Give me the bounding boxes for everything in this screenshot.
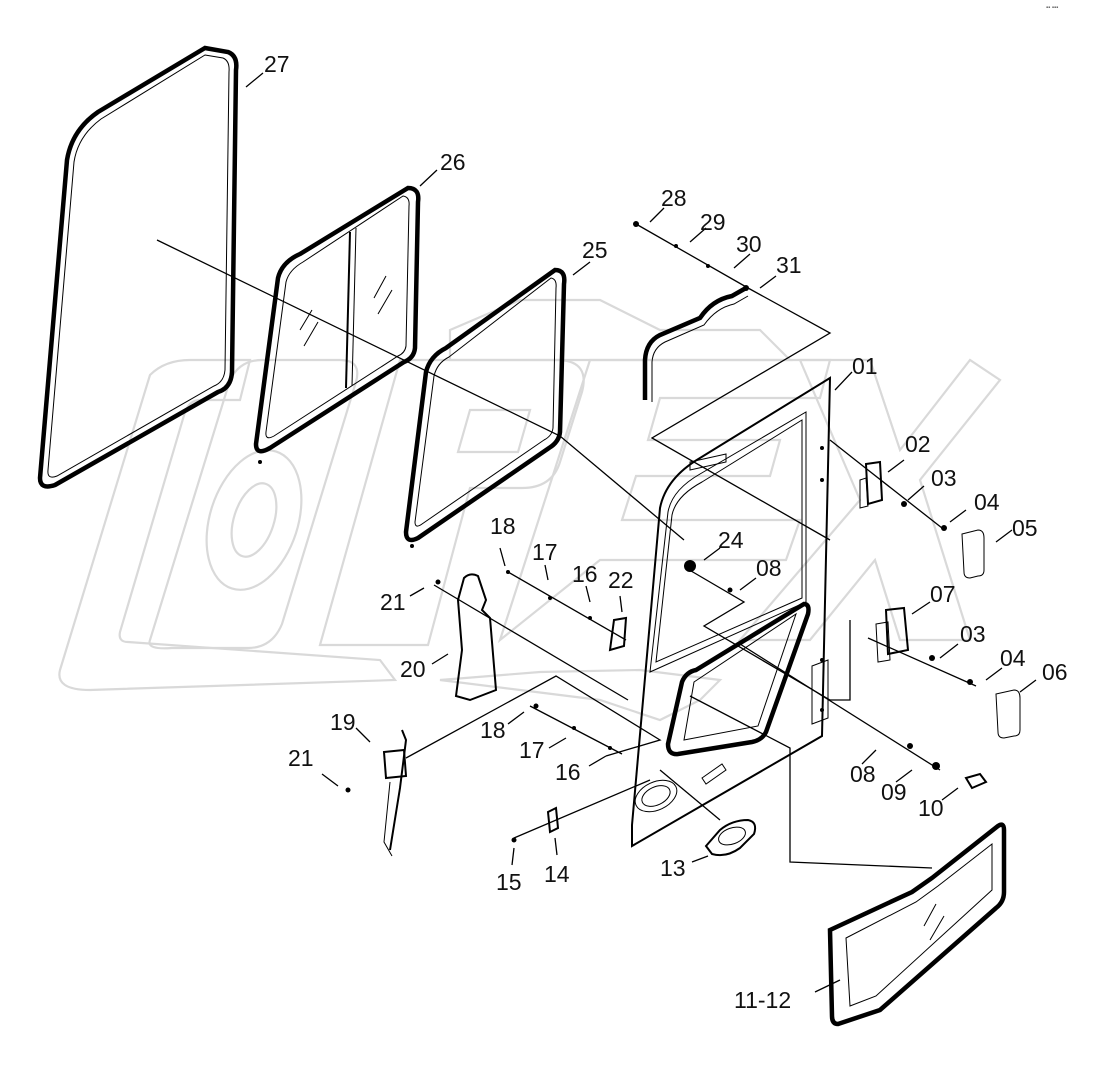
seal-27 — [37, 45, 239, 489]
callout-04a: 04 — [974, 489, 1000, 515]
callout-03b: 03 — [960, 621, 986, 647]
leader-lines — [156, 72, 1037, 993]
window-26 — [253, 185, 421, 454]
part-10 — [964, 772, 988, 790]
side-glass-11-12 — [827, 822, 1007, 1027]
part-14 — [546, 806, 560, 834]
callout-25: 25 — [582, 237, 608, 263]
latch-22 — [608, 616, 628, 652]
callout-16a: 16 — [572, 561, 598, 587]
callout-17b: 17 — [519, 737, 545, 763]
cover-05 — [961, 529, 985, 579]
callout-24: 24 — [718, 527, 744, 553]
door-frame-01 — [631, 376, 832, 848]
cover-06 — [995, 689, 1021, 739]
callout-03a: 03 — [931, 465, 957, 491]
callout-07: 07 — [930, 581, 956, 607]
callout-08b: 08 — [850, 761, 876, 787]
callout-01: 01 — [852, 353, 878, 379]
hinge-07 — [875, 606, 910, 663]
callout-27: 27 — [264, 51, 290, 77]
callout-17a: 17 — [532, 539, 558, 565]
handle-31 — [642, 286, 749, 402]
callout-04b: 04 — [1000, 645, 1026, 671]
callout-15: 15 — [496, 869, 522, 895]
fastener-dots — [258, 221, 973, 843]
window-25 — [403, 267, 567, 543]
callout-21b: 21 — [288, 745, 314, 771]
callout-05: 05 — [1012, 515, 1038, 541]
callout-22: 22 — [608, 567, 634, 593]
callout-labels: 27 26 25 28 29 30 31 01 02 03 04 05 24 0… — [264, 51, 1068, 1013]
lock-rod-19 — [382, 729, 408, 857]
callout-11-12: 11-12 — [734, 987, 791, 1013]
callout-16b: 16 — [555, 759, 581, 785]
callout-21a: 21 — [380, 589, 406, 615]
callout-28: 28 — [661, 185, 687, 211]
inner-handle-13 — [704, 818, 757, 857]
bracket-20 — [454, 573, 498, 702]
callout-26: 26 — [440, 149, 466, 175]
callout-10: 10 — [918, 795, 944, 821]
callout-20: 20 — [400, 656, 426, 682]
callout-30: 30 — [736, 231, 762, 257]
callout-09: 09 — [881, 779, 907, 805]
callout-19: 19 — [330, 709, 356, 735]
watermark — [58, 298, 1002, 722]
callout-31: 31 — [776, 252, 802, 278]
callout-18a: 18 — [490, 513, 516, 539]
callout-08a: 08 — [756, 555, 782, 581]
hinge-02 — [859, 460, 884, 509]
callout-29: 29 — [700, 209, 726, 235]
callout-13: 13 — [660, 855, 686, 881]
callout-18b: 18 — [480, 717, 506, 743]
callout-02: 02 — [905, 431, 931, 457]
callout-14: 14 — [544, 861, 570, 887]
corner-mark: ▪▪ ▪▪▪ — [1046, 5, 1058, 11]
callout-06: 06 — [1042, 659, 1068, 685]
